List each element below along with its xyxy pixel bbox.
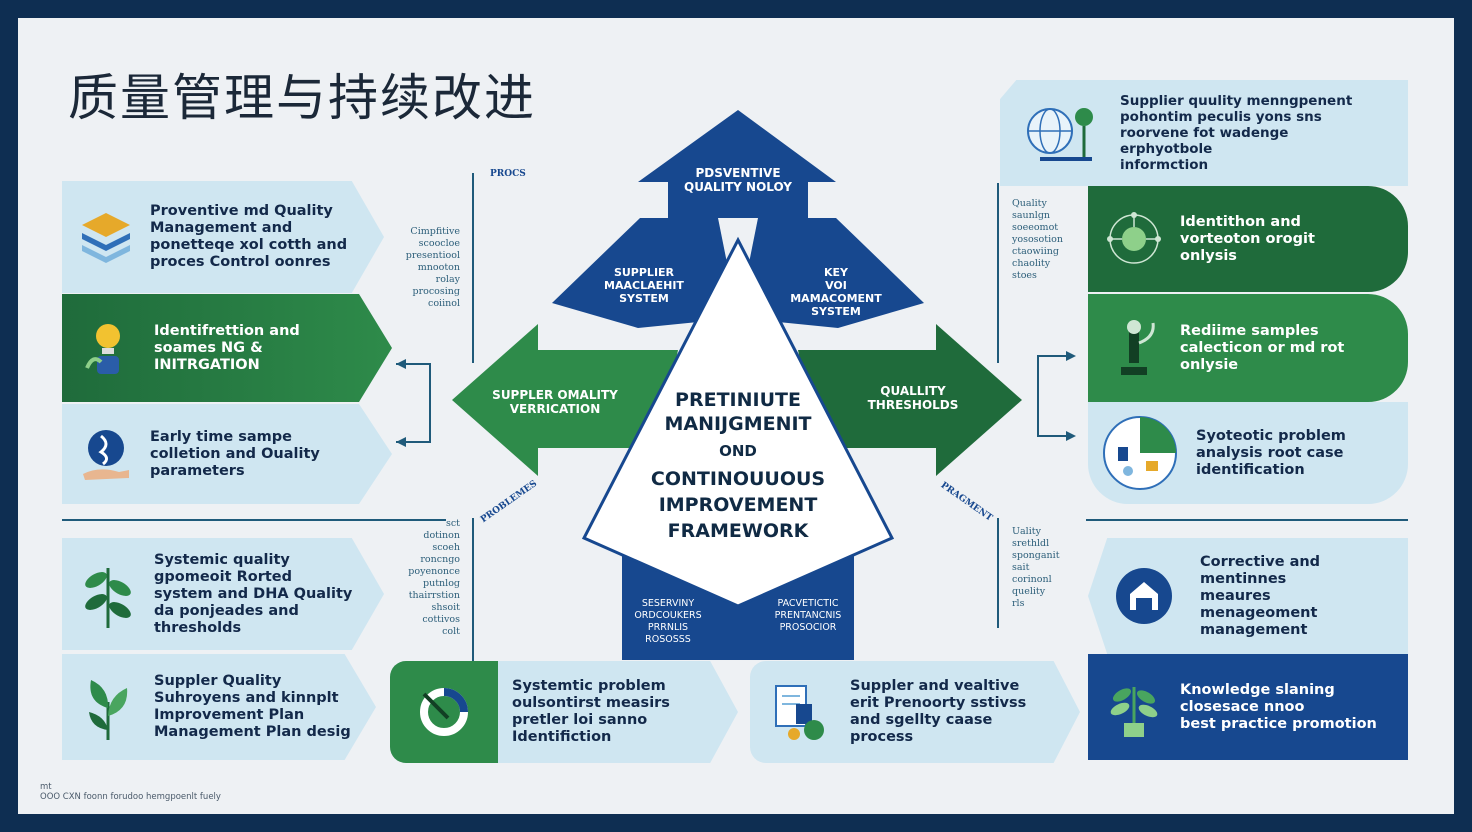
- right-card-4: Syoteotic problem analysis root case ide…: [1088, 402, 1408, 504]
- center-line-6: FRAMEWORK: [667, 520, 809, 542]
- center-line-5: IMPROVEMENT: [658, 494, 818, 516]
- document-review-icon: [750, 680, 850, 744]
- note-right-lower: Uality srethldl sponganit sait corinonl …: [1012, 526, 1060, 609]
- right-card-2-text: Identithon and vorteoton orogit onlysis: [1180, 213, 1315, 264]
- left-card-4-text: Systemic quality gpomeoit Rorted system …: [154, 551, 353, 636]
- analysis-chart-icon: [1088, 413, 1196, 493]
- right-arrow-shape: [798, 324, 1022, 476]
- top-arrow-shape: [638, 110, 836, 218]
- footer-line-2: OOO CXN foonn forudoo hemgpoenlt fuely: [40, 792, 221, 802]
- top-arrow-text: PDSVENTIVE QUALITY NOLOY: [684, 166, 792, 194]
- bracket-connector: [1037, 355, 1070, 437]
- cycle-gauge-icon: [390, 661, 498, 763]
- right-card-5: Corrective and mentinnes meaures menageo…: [1088, 538, 1408, 654]
- framework-graphic: [62, 110, 1408, 663]
- note-top-center: PROCS: [490, 169, 526, 179]
- upper-left-label: SUPPLIER MAACLAEHIT SYSTEM: [584, 266, 704, 305]
- right-card-1-text: Supplier quulity menngpenent pohontim pe…: [1120, 93, 1353, 173]
- left-card-5: Suppler Quality Suhroyens and kinnplt Im…: [62, 654, 376, 760]
- left-card-1-text: Proventive md Quality Management and pon…: [150, 203, 348, 270]
- upper-right-label: KEY VOI MAMACOMENT SYSTEM: [776, 266, 896, 318]
- sprout-icon: [62, 672, 154, 742]
- bottom-left-text: SESERVINY ORDCOUKERS PRRNLIS ROSOSSS: [634, 598, 702, 645]
- left-card-2: Identifrettion and soames NG & INITRGATI…: [62, 294, 392, 402]
- plant-leaves-icon: [62, 558, 154, 630]
- footer: mt OOO CXN foonn forudoo hemgpoenlt fuel…: [40, 782, 221, 802]
- hand-dna-icon: [62, 426, 150, 482]
- right-card-5-text: Corrective and mentinnes meaures menageo…: [1200, 553, 1321, 638]
- globe-tools-icon: [1000, 101, 1120, 165]
- left-arrow-label: SUPPLER OMALITY VERRICATION: [480, 388, 630, 416]
- lightbulb-person-icon: [62, 318, 154, 378]
- upper-left-text: SUPPLIER MAACLAEHIT SYSTEM: [604, 266, 684, 305]
- upper-right-text: KEY VOI MAMACOMENT SYSTEM: [790, 266, 882, 318]
- center-line-3: OND: [719, 442, 757, 460]
- stacked-layers-icon: [62, 207, 150, 267]
- bottom-right-label: PACVETICTIC PRENTANCNIS PROSOCIOR: [758, 598, 858, 634]
- note-left-lower: sct dotinon scoeh roncngo poyenonce putn…: [408, 518, 460, 637]
- page-title: 质量管理与持续改进: [68, 69, 536, 127]
- right-card-6-text: Knowledge slaning closesace nnoo best pr…: [1180, 681, 1377, 732]
- top-arrow-label: PDSVENTIVE QUALITY NOLOY: [658, 166, 818, 194]
- bottom-card-2: Suppler and vealtive erit Prenoorty ssti…: [750, 661, 1080, 763]
- right-card-3-text: Rediime samples calecticon or md rot onl…: [1180, 322, 1345, 373]
- arrow-head: [396, 359, 406, 369]
- right-card-2: Identithon and vorteoton orogit onlysis: [1088, 186, 1408, 292]
- bottom-card-1-text: Systemtic problem oulsontirst measirs pr…: [512, 678, 670, 745]
- potted-plant-icon: [1088, 675, 1180, 739]
- diagram-canvas: 质量管理与持续改进: [18, 18, 1454, 814]
- bottom-card-1: Systemtic problem oulsontirst measirs pr…: [390, 661, 738, 763]
- central-triangle: [581, 236, 895, 608]
- bracket-connector: [396, 363, 431, 443]
- note-right-upper: Quality saunlgn soeeomot yososotion ctao…: [1012, 198, 1063, 281]
- arrow-head: [396, 437, 406, 447]
- bottom-card-2-text: Suppler and vealtive erit Prenoorty ssti…: [850, 678, 1027, 745]
- bottom-left-label: SESERVINY ORDCOUKERS PRRNLIS ROSOSSS: [618, 598, 718, 646]
- upper-right-shape: [738, 218, 924, 328]
- left-card-4: Systemic quality gpomeoit Rorted system …: [62, 538, 384, 650]
- center-framework-title: PRETINIUTE MANIJGMENIT OND CONTINOUUOUS …: [618, 388, 858, 544]
- left-card-5-text: Suppler Quality Suhroyens and kinnplt Im…: [154, 673, 351, 740]
- microscope-plant-icon: [1088, 313, 1180, 383]
- left-card-3: Early time sampe colletion and Ouality p…: [62, 404, 392, 504]
- network-bulb-icon: [1088, 207, 1180, 271]
- right-card-3: Rediime samples calecticon or md rot onl…: [1088, 294, 1408, 402]
- left-arrow-text: SUPPLER OMALITY VERRICATION: [492, 388, 618, 416]
- center-line-2: MANIJGMENIT: [664, 413, 812, 435]
- right-card-4-text: Syoteotic problem analysis root case ide…: [1196, 427, 1346, 478]
- arrow-head: [1066, 431, 1076, 441]
- footer-line-1: mt: [40, 782, 52, 792]
- team-hands-icon: [1088, 566, 1200, 626]
- right-card-1: Supplier quulity menngpenent pohontim pe…: [1000, 80, 1408, 186]
- arrow-head: [1066, 351, 1076, 361]
- upper-left-shape: [552, 218, 738, 328]
- right-arrow-text: QUALLITY THRESHOLDS: [867, 384, 959, 412]
- right-card-6: Knowledge slaning closesace nnoo best pr…: [1088, 654, 1408, 760]
- right-arrow-label: QUALLITY THRESHOLDS: [848, 384, 978, 412]
- left-card-2-text: Identifrettion and soames NG & INITRGATI…: [154, 322, 300, 373]
- left-card-1: Proventive md Quality Management and pon…: [62, 181, 384, 293]
- bottom-right-text: PACVETICTIC PRENTANCNIS PROSOCIOR: [774, 598, 842, 633]
- note-left-upper: Cimpfitive scoocloe presentiool mnooton …: [405, 226, 460, 309]
- left-card-3-text: Early time sampe colletion and Ouality p…: [150, 428, 320, 479]
- left-arrow-shape: [452, 324, 678, 476]
- center-line-4: CONTINOUUOUS: [650, 468, 826, 490]
- center-line-1: PRETINIUTE: [675, 389, 801, 411]
